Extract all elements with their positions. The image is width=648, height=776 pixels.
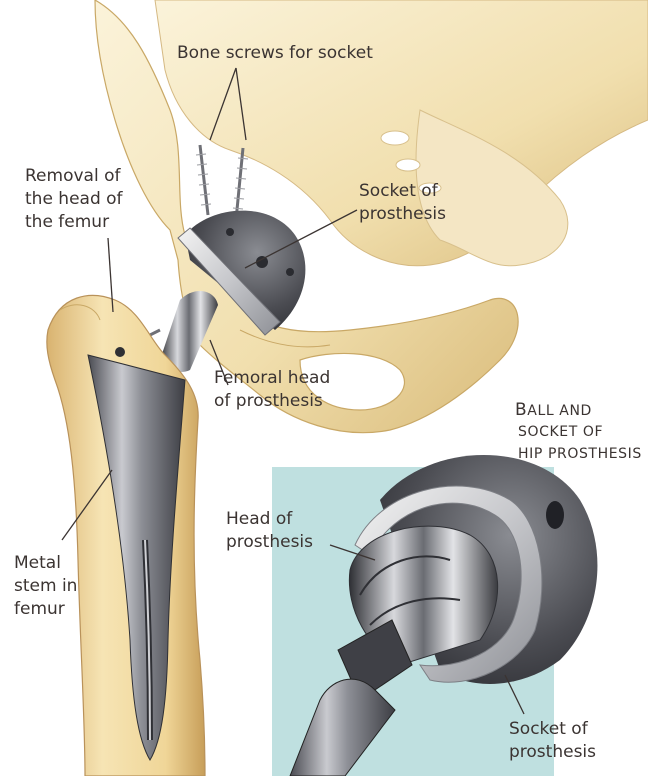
label-femoral-line1: Femoral head — [214, 367, 330, 389]
label-removal-line1: Removal of — [25, 165, 120, 187]
label-socket-bottom-line2: prosthesis — [509, 741, 596, 763]
label-femoral-line2: of prosthesis — [214, 390, 323, 412]
label-socket-top-line1: Socket of — [359, 180, 438, 202]
label-head-line2: prosthesis — [226, 531, 313, 553]
label-metal-line3: femur — [14, 598, 65, 620]
label-ball-socket-initial: B — [515, 400, 527, 420]
label-ball-socket-line3: HIP PROSTHESIS — [518, 444, 642, 465]
label-head-line1: Head of — [226, 508, 292, 530]
label-removal-line3: the femur — [25, 211, 109, 233]
bone-screws — [196, 145, 248, 220]
label-metal-line1: Metal — [14, 552, 61, 574]
label-bone-screws: Bone screws for socket — [177, 42, 373, 64]
label-metal-line2: stem in — [14, 575, 77, 597]
label-ball-socket-rest: ALL AND — [527, 403, 592, 419]
label-socket-bottom-line1: Socket of — [509, 718, 588, 740]
label-socket-top-line2: prosthesis — [359, 203, 446, 225]
label-ball-socket-line1: BALL AND — [515, 400, 592, 422]
label-ball-socket-line2: SOCKET OF — [518, 422, 603, 443]
label-removal-line2: the head of — [25, 188, 123, 210]
